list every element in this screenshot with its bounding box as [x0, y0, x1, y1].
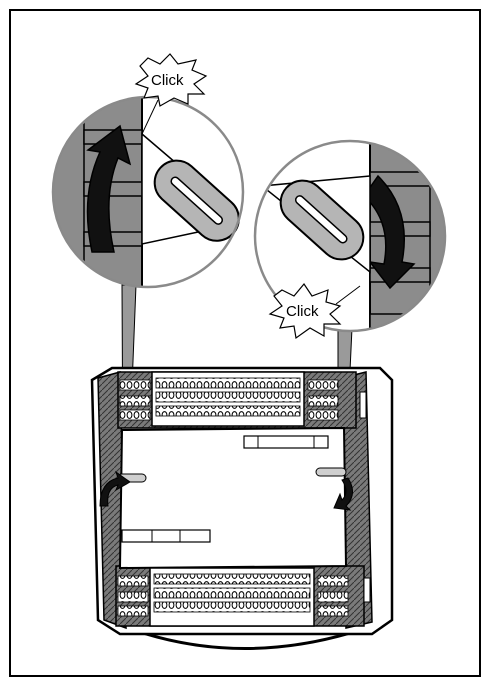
- callout-label-right: Click: [286, 303, 319, 320]
- zoom-circle-right: [253, 139, 447, 333]
- zoom-circle-left: [51, 95, 245, 289]
- click-callout-left: Click: [134, 53, 208, 135]
- curved-arrow-down-icon-small: [333, 477, 353, 511]
- curved-arrow-down-icon: [363, 174, 416, 290]
- click-callout-right: Click: [268, 282, 361, 340]
- outer-frame: [9, 9, 481, 677]
- callout-label-left: Click: [151, 72, 184, 89]
- curved-arrow-up-icon: [86, 124, 132, 253]
- burst-callout-icon: [134, 53, 208, 107]
- device: [90, 366, 394, 650]
- latch-lever-right-small: [315, 467, 353, 511]
- board-slot-top: [243, 435, 329, 449]
- latch-lever-left-small: [99, 470, 147, 507]
- curved-arrow-up-icon-small: [99, 470, 131, 507]
- board-slot-bottom: [121, 529, 211, 543]
- latch-lever-right: [279, 179, 365, 261]
- burst-callout-icon: [268, 282, 342, 340]
